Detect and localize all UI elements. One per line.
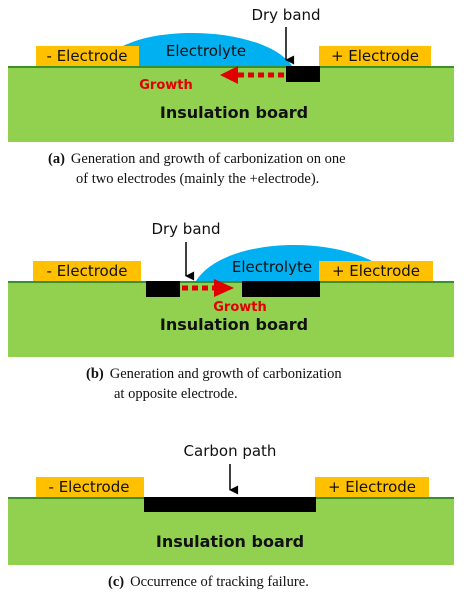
board-label: Insulation board xyxy=(160,315,308,334)
growth-arrow-head xyxy=(220,66,238,84)
pos-electrode-label: + Electrode xyxy=(332,262,420,280)
pos-electrode xyxy=(315,477,429,497)
pos-electrode-label: + Electrode xyxy=(331,47,419,65)
dry-band-label: Dry band xyxy=(251,6,320,24)
carbon-deposit-neg xyxy=(146,281,180,297)
growth-arrow-head xyxy=(214,279,234,297)
caption-b-line2: at opposite electrode. xyxy=(114,386,238,402)
carbon-path-label: Carbon path xyxy=(184,442,277,460)
neg-electrode-label: - Electrode xyxy=(49,478,130,496)
caption-a-text1: Generation and growth of carbonization o… xyxy=(71,151,346,167)
carbon-deposit xyxy=(286,66,320,82)
caption-a-letter: (a) xyxy=(48,151,65,167)
panel-b: - Electrode + Electrode Electrolyte Dry … xyxy=(8,220,454,402)
dry-band-label: Dry band xyxy=(151,220,220,238)
caption-c-letter: (c) xyxy=(108,574,124,590)
carbon-path xyxy=(144,497,316,512)
pos-electrode xyxy=(319,261,433,281)
growth-label: Growth xyxy=(139,78,193,93)
electrolyte-label: Electrolyte xyxy=(232,258,312,276)
pos-electrode xyxy=(319,46,431,66)
caption-a-line1: (a) Generation and growth of carbonizatio… xyxy=(48,151,346,167)
caption-c-text1: Occurrence of tracking failure. xyxy=(130,574,309,590)
electrolyte-drop xyxy=(103,33,292,66)
board-label: Insulation board xyxy=(156,532,304,551)
caption-b-text1: Generation and growth of carbonization xyxy=(110,366,343,382)
caption-b-line1: (b) Generation and growth of carbonizatio… xyxy=(86,366,342,382)
carbon-deposit-pos xyxy=(242,281,320,297)
electrolyte-label: Electrolyte xyxy=(166,42,246,60)
pos-electrode-label: + Electrode xyxy=(328,478,416,496)
caption-b-letter: (b) xyxy=(86,366,104,382)
caption-a-line2: of two electrodes (mainly the +electrode… xyxy=(76,171,319,187)
panel-c: - Electrode + Electrode Carbon path Insu… xyxy=(8,442,454,590)
neg-electrode xyxy=(36,477,144,497)
board-label: Insulation board xyxy=(160,103,308,122)
insulation-board xyxy=(8,281,454,357)
caption-c-line1: (c) Occurrence of tracking failure. xyxy=(108,574,309,590)
neg-electrode xyxy=(33,261,141,281)
neg-electrode-label: - Electrode xyxy=(47,47,128,65)
panel-a: - Electrode + Electrode Electrolyte Dry … xyxy=(8,6,454,187)
growth-label: Growth xyxy=(213,300,267,315)
neg-electrode xyxy=(36,46,139,66)
neg-electrode-label: - Electrode xyxy=(47,262,128,280)
